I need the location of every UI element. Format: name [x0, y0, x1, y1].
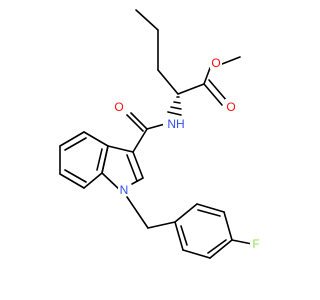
bond [174, 221, 184, 251]
bond [132, 151, 144, 179]
bond [64, 169, 87, 183]
bond [146, 123, 166, 130]
carbonyl-oxygen-text: O [226, 100, 235, 114]
bond [96, 148, 103, 171]
fluorine-label: F [250, 236, 262, 251]
bond [203, 67, 211, 85]
bonds [59, 9, 253, 259]
bond [180, 225, 188, 246]
bond [83, 131, 109, 147]
bond [126, 154, 138, 182]
indole-nitrogen-text: N [120, 183, 129, 197]
bond [157, 69, 179, 95]
bond [209, 239, 233, 259]
bond [83, 172, 103, 189]
bond [208, 79, 228, 102]
bond [126, 114, 144, 132]
ester-oxygen-label: O [210, 55, 222, 70]
bond [223, 211, 233, 241]
bond [147, 221, 176, 229]
bond [101, 145, 109, 174]
bond [130, 112, 148, 130]
amide-nitrogen-label: NH [163, 116, 189, 131]
bond [59, 173, 85, 189]
molecule-structure: O O NH O N F [59, 9, 262, 259]
bond [196, 203, 225, 213]
bond [135, 9, 159, 31]
bond [197, 209, 221, 217]
bond [231, 239, 253, 245]
bond [203, 83, 223, 106]
bond [126, 196, 149, 229]
amide-nitrogen-text: NH [167, 117, 184, 131]
bond [221, 56, 241, 65]
stereo-hash-bond [167, 96, 182, 116]
bond [64, 137, 87, 151]
bond [101, 172, 122, 192]
bond [107, 145, 134, 153]
bond [131, 177, 144, 185]
bond [59, 131, 85, 147]
bond [177, 83, 205, 95]
fluorine-text: F [252, 237, 259, 251]
carbonyl-oxygen-label: O [225, 99, 237, 114]
atom-labels: O O NH O N F [113, 55, 262, 251]
amide-oxygen-text: O [114, 100, 123, 114]
indole-nitrogen-label: N [118, 182, 130, 197]
ester-oxygen-text: O [211, 56, 220, 70]
amide-oxygen-label: O [113, 99, 125, 114]
bond [207, 239, 227, 254]
bond [132, 128, 148, 153]
bond [182, 249, 211, 259]
bond [174, 203, 198, 223]
